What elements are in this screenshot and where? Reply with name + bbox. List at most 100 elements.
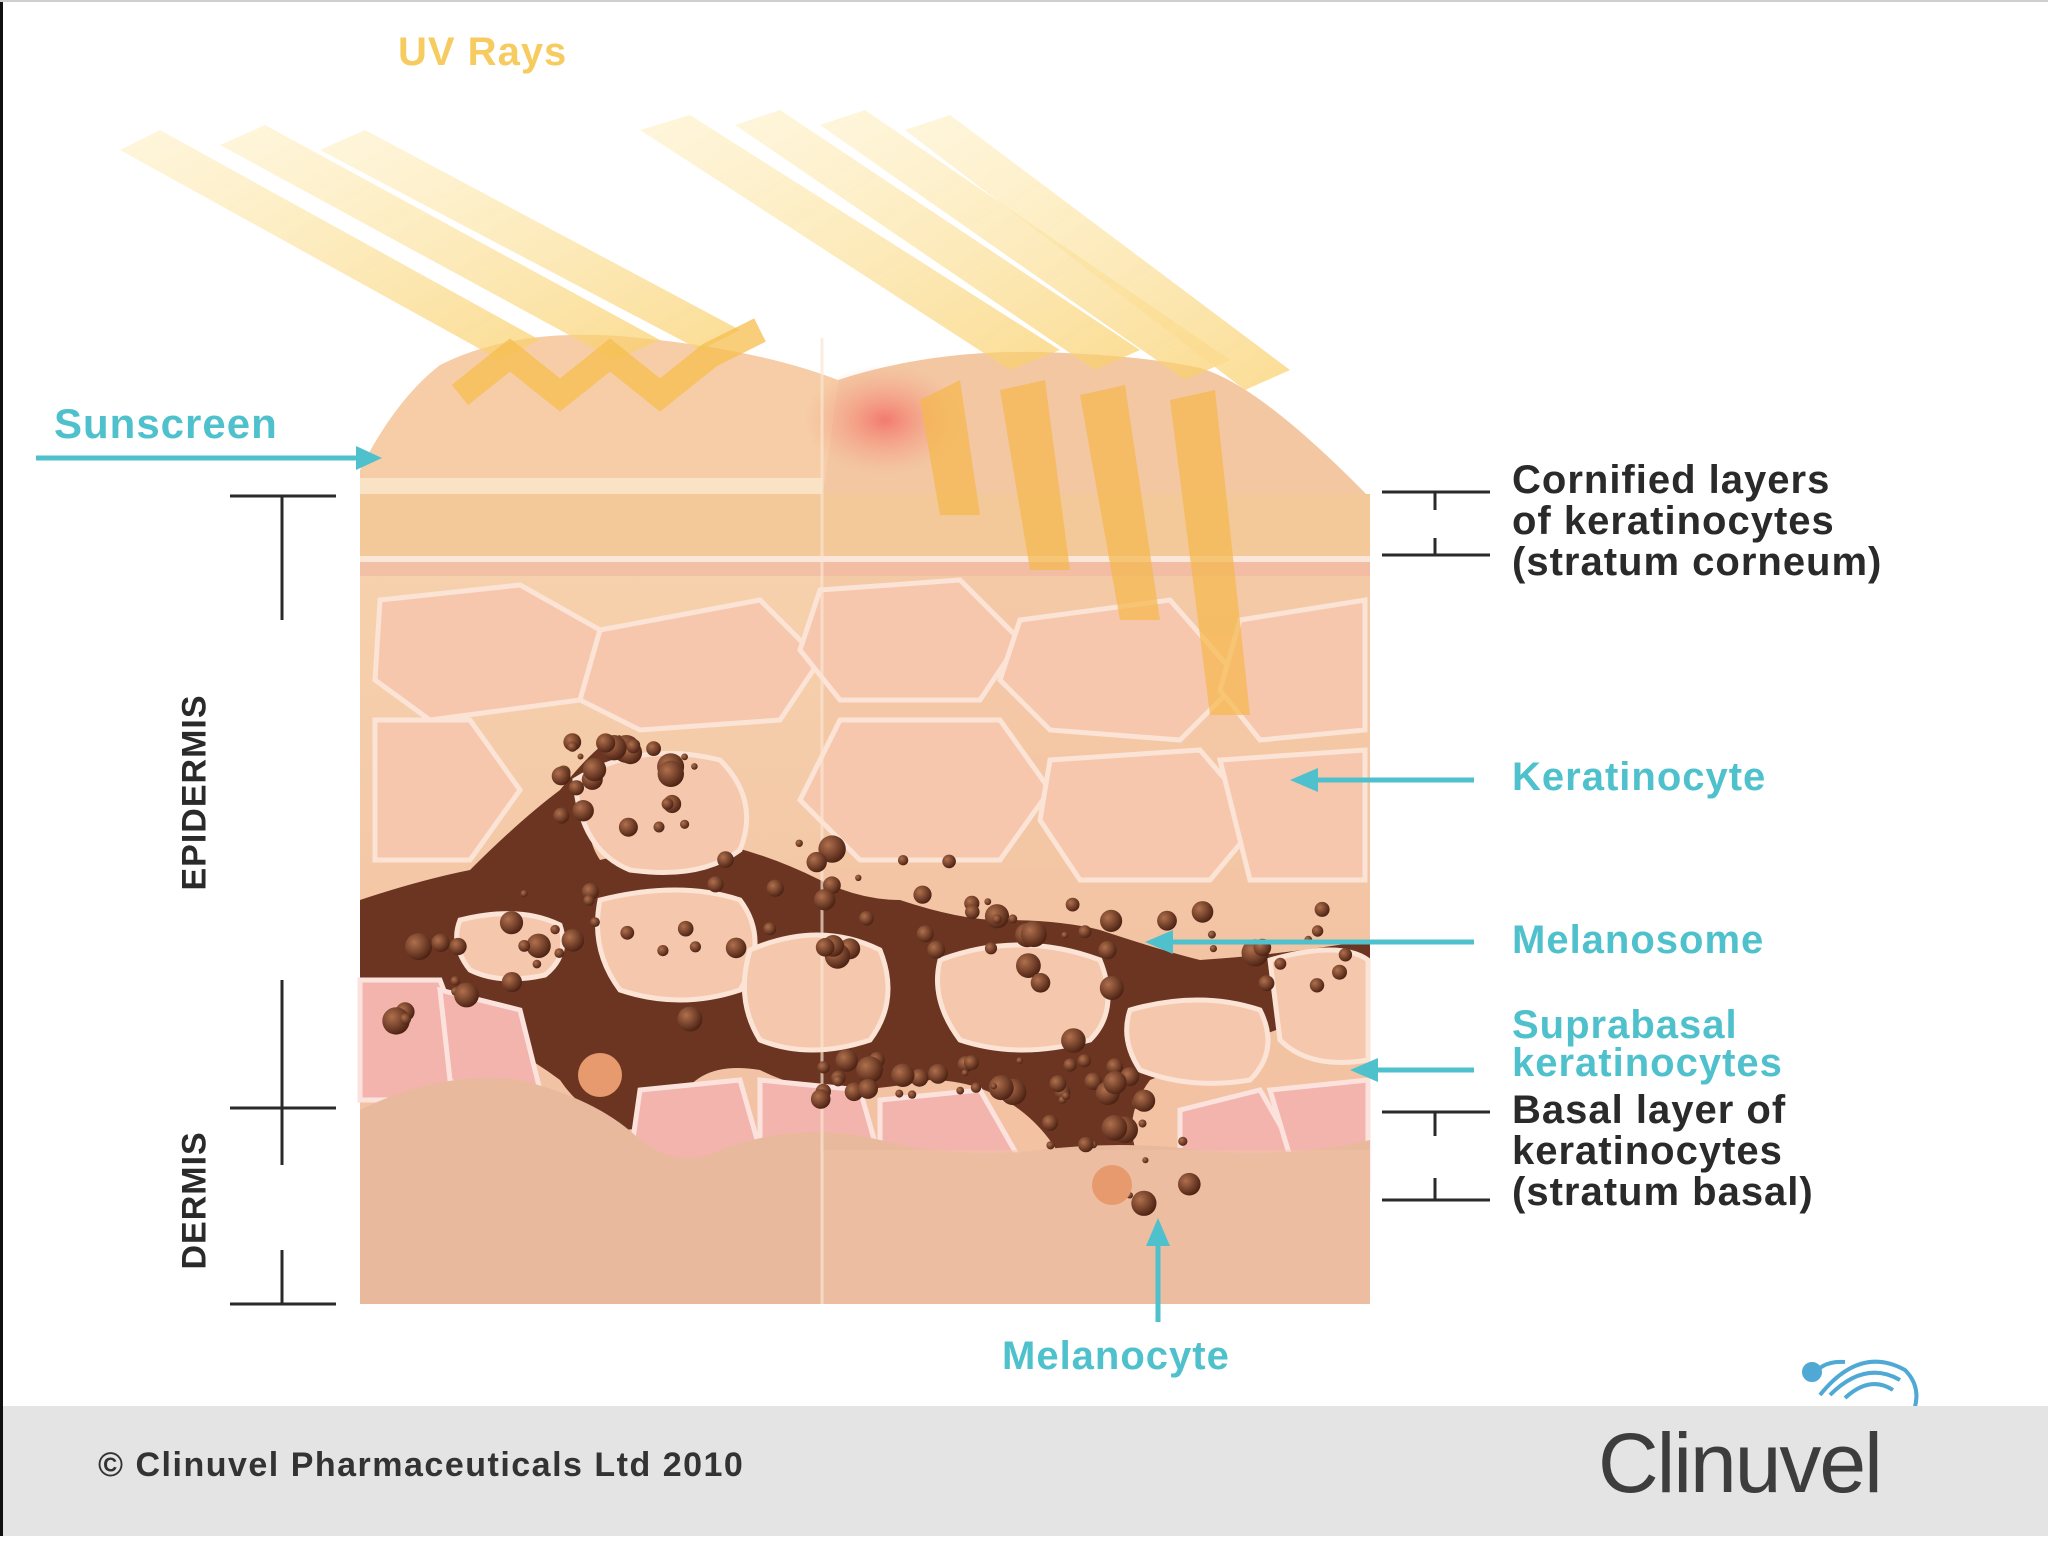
melanosome-granule (1008, 914, 1017, 923)
melanosome-granule (763, 922, 776, 935)
basal-line: Basal layer of (1512, 1090, 1814, 1131)
dermis-label: DERMIS (176, 1150, 215, 1270)
melanosome-granule (717, 851, 734, 868)
suprabasal-line: keratinocytes (1512, 1044, 1783, 1082)
melanosome-granule (985, 942, 997, 954)
basal-label: Basal layer of keratinocytes (stratum ba… (1512, 1090, 1814, 1213)
melanosome-granule (855, 875, 861, 881)
melanosome-granule (767, 880, 784, 897)
melanosome-granule (553, 808, 569, 824)
melanocyte-label: Melanocyte (1002, 1334, 1230, 1379)
melanosome-granule (1100, 976, 1124, 1000)
melanosome-granule (1178, 1173, 1201, 1196)
melanosome-granule (1061, 932, 1068, 939)
melanosome-granule (971, 1083, 981, 1093)
melanosome-granule (891, 1064, 914, 1087)
melanosome-granule (965, 905, 980, 920)
melanosome-granule (578, 754, 584, 760)
melanosome-granule (500, 911, 523, 934)
basal-line: (stratum basal) (1512, 1172, 1814, 1213)
cornified-line: (stratum corneum) (1512, 542, 1882, 583)
melanosome-granule (927, 941, 945, 959)
epidermis-label: EPIDERMIS (176, 721, 215, 891)
suprabasal-line: Suprabasal (1512, 1006, 1783, 1044)
melanosome-granule (1078, 925, 1091, 938)
melanocyte-nucleus (1092, 1165, 1132, 1205)
melanosome-granule (1312, 925, 1323, 936)
melanosome-granule (895, 1090, 903, 1098)
melanosome-granule (451, 976, 460, 985)
melanosome-granule (400, 1013, 411, 1024)
melanosome-granule (859, 911, 874, 926)
melanosome-granule (626, 740, 640, 754)
melanosome-granule (1274, 958, 1286, 970)
melanosome-granule (811, 1089, 831, 1109)
melanosome-granule (562, 929, 585, 952)
cornified-line: Cornified layers (1512, 460, 1882, 501)
suprabasal-label: Suprabasal keratinocytes (1512, 1006, 1783, 1082)
melanosome-granule (817, 1061, 829, 1073)
melanosome-granule (1192, 901, 1214, 923)
melanosome-granule (1139, 1120, 1147, 1128)
melanosome-granule (678, 921, 694, 937)
cornified-line: of keratinocytes (1512, 501, 1882, 542)
melanosome-granule (1315, 902, 1330, 917)
melanosome-granule (962, 1070, 969, 1077)
melanosome-granule (856, 1056, 883, 1083)
keratinocyte-label: Keratinocyte (1512, 757, 1766, 798)
sunscreen-label: Sunscreen (54, 400, 278, 448)
melanocyte-nucleus (578, 1053, 622, 1097)
melanosome-granule (1049, 1075, 1066, 1092)
melanosome-granule (590, 917, 600, 927)
melanosome-granule (552, 767, 571, 786)
melanosome-granule (681, 754, 688, 761)
melanosome-granule (898, 855, 908, 865)
melanosome-granule (690, 941, 701, 952)
melanosome-granule (942, 855, 956, 869)
melanosome-granule (502, 972, 522, 992)
melanosome-granule (833, 1075, 844, 1086)
melanosome-granule (913, 886, 931, 904)
melanosome-granule (567, 742, 577, 752)
melanosome-granule (1021, 921, 1047, 947)
melanosome-granule (583, 758, 606, 781)
uv-rays-label: UV Rays (398, 30, 567, 75)
melanosome-granule (1102, 1115, 1128, 1141)
melanosome-granule (1016, 1057, 1023, 1064)
melanosome-granule (1098, 941, 1116, 959)
melanosome-granule (450, 938, 467, 955)
melanosome-granule (991, 1083, 997, 1089)
melanosome-granule (518, 940, 530, 952)
melanosome-granule (816, 938, 835, 957)
melanosome-granule (1131, 1191, 1156, 1216)
melanosome-granule (1142, 1157, 1148, 1163)
melanosome-granule (1031, 973, 1051, 993)
top-border (0, 0, 2048, 2)
melanosome-granule (1133, 1090, 1155, 1112)
melanosome-granule (1210, 945, 1217, 952)
melanosome-granule (646, 741, 661, 756)
left-border (0, 0, 3, 1536)
melanosome-granule (619, 818, 638, 837)
melanosome-granule (620, 926, 634, 940)
melanosome-granule (984, 898, 991, 905)
melanosome-granule (1339, 948, 1352, 961)
melanosome-granule (1208, 931, 1216, 939)
melanosome-granule (550, 925, 559, 934)
melanosome-granule (726, 938, 747, 959)
melanosome-granule (917, 925, 934, 942)
melanosome-granule (554, 948, 564, 958)
melanosome-granule (707, 876, 723, 892)
melanosome-granule (992, 914, 1001, 923)
melanosome-granule (431, 934, 449, 952)
melanosome-granule (583, 895, 594, 906)
melanosome-granule (654, 822, 665, 833)
melanosome-granule (807, 852, 827, 872)
melanosome-granule (662, 798, 674, 810)
melanosome-granule (964, 1055, 979, 1070)
melanosome-granule (1100, 910, 1122, 932)
melanosome-granule (956, 1087, 964, 1095)
melanosome-granule (533, 960, 542, 969)
melanosome-granule (796, 840, 803, 847)
